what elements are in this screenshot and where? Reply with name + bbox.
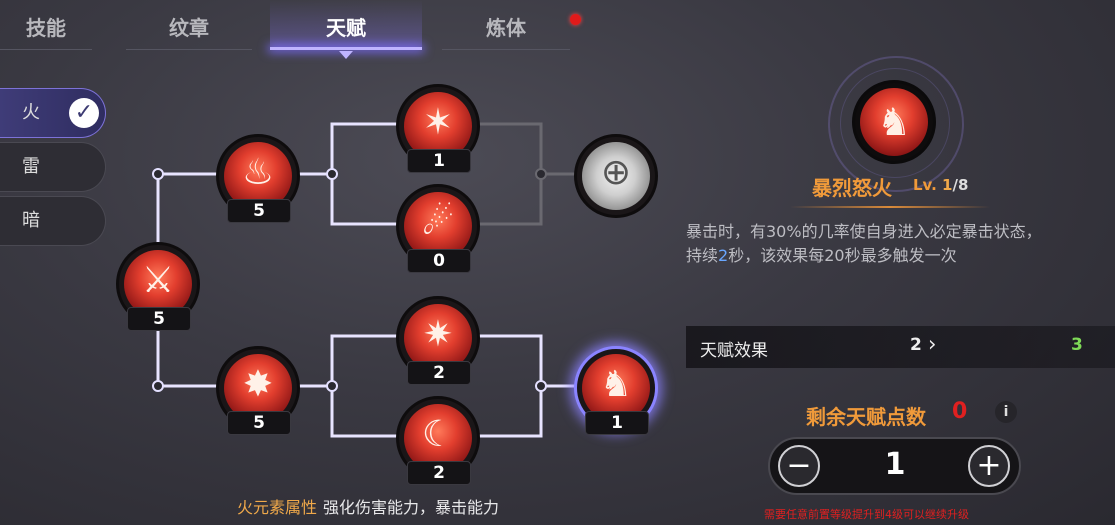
increment-button[interactable]: + bbox=[968, 445, 1010, 487]
element-dark-button[interactable]: 暗 bbox=[0, 196, 106, 246]
flame-icon: ♨ bbox=[241, 152, 275, 193]
burst-icon: ✸ bbox=[242, 364, 274, 405]
remaining-points-value: 0 bbox=[952, 399, 968, 424]
level-stepper: − 1 + bbox=[768, 437, 1021, 495]
effect-label: 天赋效果 bbox=[700, 341, 768, 361]
talent-level-badge: 0 bbox=[407, 249, 471, 273]
lock-icon: ⊕ bbox=[600, 152, 632, 193]
talent-level-badge: 5 bbox=[127, 307, 191, 331]
tab-talents[interactable]: 天赋 bbox=[270, 0, 422, 59]
rage-figure-icon: ♞ bbox=[876, 100, 912, 144]
notification-dot-icon bbox=[570, 14, 581, 25]
crescent-flame-icon: ☾ bbox=[421, 414, 455, 455]
talent-node-flame-strike[interactable]: ✷ 2 bbox=[396, 296, 480, 385]
attribute-label: 火元素属性 bbox=[237, 498, 318, 517]
talent-name: 暴烈怒火 bbox=[812, 176, 892, 200]
level-max: /8 bbox=[952, 176, 969, 194]
tree-junction bbox=[152, 380, 164, 392]
element-label: 火 bbox=[22, 102, 40, 123]
checkmark-icon: ✓ bbox=[69, 98, 99, 128]
description-line-1: 暴击时，有30%的几率使自身进入必定暴击状态， bbox=[686, 222, 1042, 241]
fire-wolf-icon: ☄ bbox=[421, 202, 455, 243]
talent-level-badge: 2 bbox=[407, 361, 471, 385]
rage-figure-icon: ♞ bbox=[599, 364, 633, 405]
tree-junction bbox=[326, 380, 338, 392]
tab-label: 技能 bbox=[26, 16, 66, 40]
sword-icon: ⚔ bbox=[141, 260, 175, 301]
element-fire-button[interactable]: 火 ✓ bbox=[0, 88, 106, 138]
tab-label: 天赋 bbox=[326, 16, 366, 40]
description-text: 持续 bbox=[686, 246, 719, 265]
tab-skills[interactable]: 技能 bbox=[0, 0, 92, 50]
tab-underline bbox=[270, 47, 422, 50]
tree-junction bbox=[535, 168, 547, 180]
level-current: 1 bbox=[942, 176, 953, 194]
talent-level-badge: 1 bbox=[407, 149, 471, 173]
description-highlight: 2 bbox=[718, 246, 729, 265]
title-divider bbox=[790, 206, 990, 208]
fire-slash-icon: ✶ bbox=[422, 102, 454, 143]
tab-underline bbox=[0, 49, 92, 50]
tab-emblems[interactable]: 纹章 bbox=[126, 0, 252, 50]
remaining-points-label: 剩余天赋点数 bbox=[806, 405, 926, 429]
decrement-button[interactable]: − bbox=[778, 445, 820, 487]
talent-node-flame[interactable]: ♨ 5 bbox=[216, 134, 300, 223]
tree-junction bbox=[326, 168, 338, 180]
description-line-2: 持续2秒，该效果每20秒最多触发一次 bbox=[686, 244, 1091, 268]
description-text: 秒，该效果每20秒最多触发一次 bbox=[728, 246, 957, 265]
detail-icon-ring bbox=[828, 56, 964, 192]
talent-level-badge: 2 bbox=[407, 461, 471, 485]
tab-bar: 技能 纹章 天赋 炼体 bbox=[0, 0, 600, 59]
element-label: 暗 bbox=[22, 210, 40, 231]
talent-level-badge: 5 bbox=[227, 199, 291, 223]
talent-node-sword[interactable]: ⚔ 5 bbox=[116, 242, 200, 331]
talent-level: Lv. 1/8 bbox=[913, 176, 968, 194]
attribute-value: 强化伤害能力，暴击能力 bbox=[323, 498, 500, 517]
talent-node-rage[interactable]: ♞ 1 bbox=[574, 346, 658, 435]
detail-talent-icon: ♞ bbox=[852, 80, 936, 164]
element-label: 雷 bbox=[22, 156, 40, 177]
effect-current-value: 2 bbox=[910, 335, 922, 355]
talent-node-locked[interactable]: ⊕ bbox=[574, 134, 658, 218]
talent-description: 暴击时，有30%的几率使自身进入必定暴击状态， 持续2秒，该效果每20秒最多触发… bbox=[686, 220, 1091, 268]
tab-underline bbox=[126, 49, 252, 50]
effect-next-value: 3 bbox=[1071, 335, 1083, 355]
caret-down-icon bbox=[339, 51, 353, 59]
detail-icon-ring-inner bbox=[840, 68, 950, 178]
tab-underline bbox=[442, 49, 570, 50]
info-icon[interactable]: i bbox=[995, 401, 1017, 423]
stepper-value: 1 bbox=[884, 447, 906, 482]
talent-node-fire-slash[interactable]: ✶ 1 bbox=[396, 84, 480, 173]
tab-label: 纹章 bbox=[169, 16, 209, 40]
talent-node-burst[interactable]: ✸ 5 bbox=[216, 346, 300, 435]
flame-strike-icon: ✷ bbox=[422, 314, 454, 355]
talent-node-crescent[interactable]: ☾ 2 bbox=[396, 396, 480, 485]
element-attribute: 火元素属性强化伤害能力，暴击能力 bbox=[237, 494, 499, 518]
tree-junction bbox=[535, 380, 547, 392]
talent-node-fire-wolf[interactable]: ☄ 0 bbox=[396, 184, 480, 273]
upgrade-requirement-warning: 需要任意前置等级提升到4级可以继续升级 bbox=[764, 508, 969, 521]
tree-junction bbox=[152, 168, 164, 180]
element-thunder-button[interactable]: 雷 bbox=[0, 142, 106, 192]
talent-effect-bar: 天赋效果 2 › 3 bbox=[686, 326, 1115, 368]
tab-body-refining[interactable]: 炼体 bbox=[442, 0, 570, 50]
chevron-right-icon: › bbox=[928, 332, 937, 356]
talent-level-badge: 1 bbox=[585, 411, 649, 435]
talent-level-badge: 5 bbox=[227, 411, 291, 435]
tab-label: 炼体 bbox=[486, 16, 526, 40]
level-prefix: Lv. bbox=[913, 176, 937, 194]
